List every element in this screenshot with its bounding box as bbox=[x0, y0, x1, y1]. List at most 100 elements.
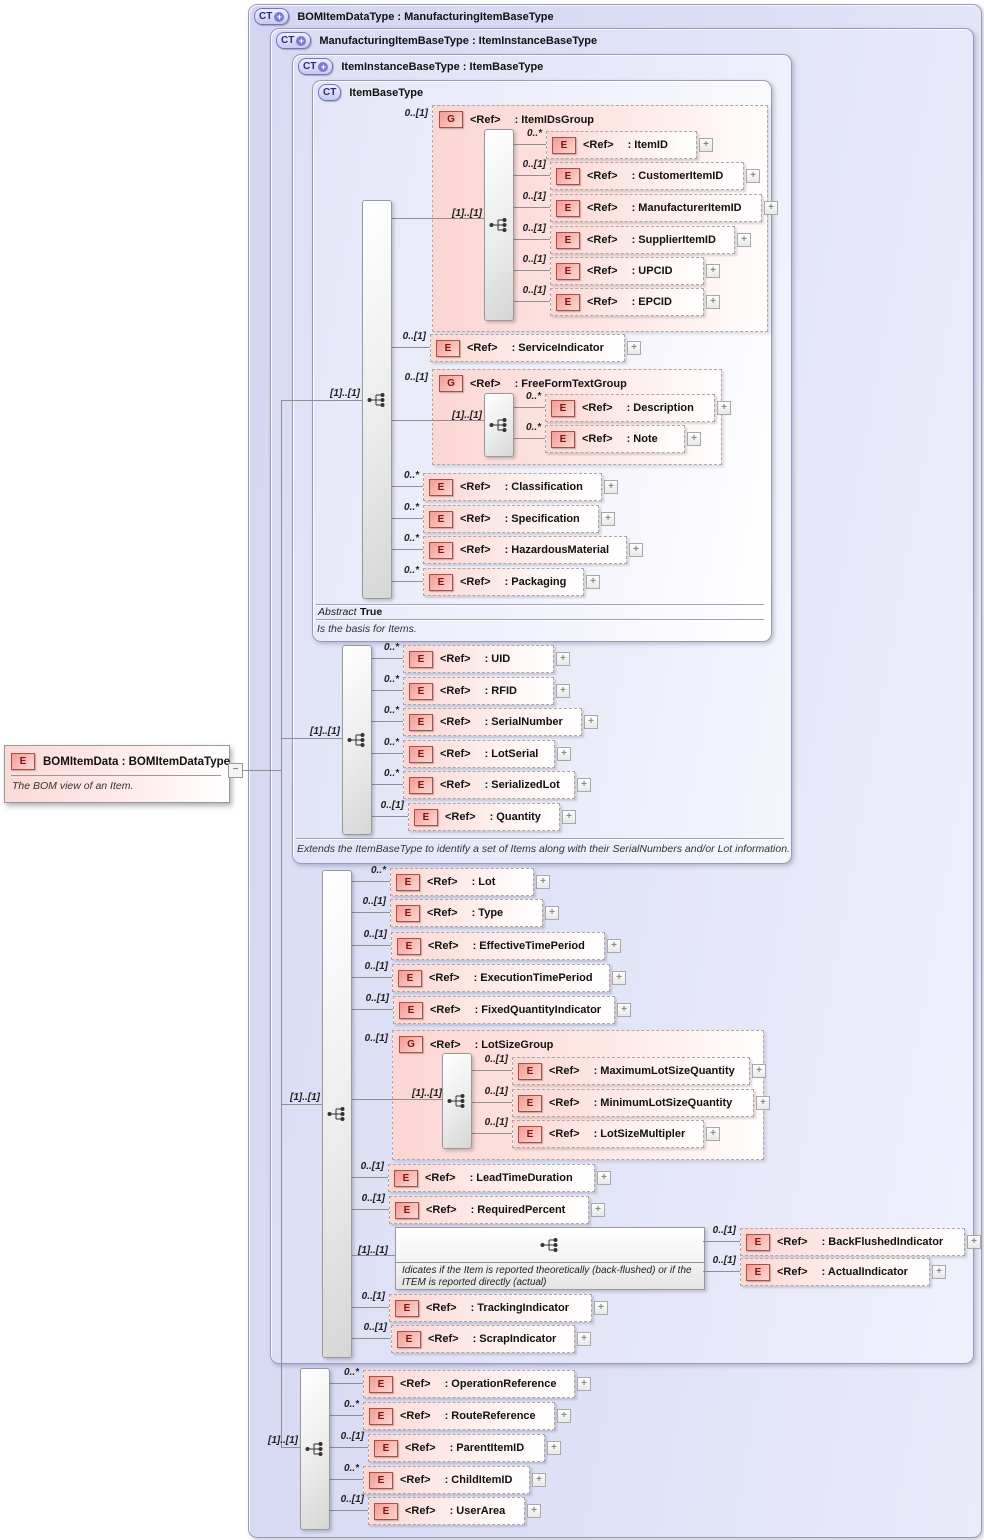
divider bbox=[316, 604, 764, 605]
expand-icon[interactable]: + bbox=[687, 432, 701, 446]
expand-icon[interactable]: + bbox=[967, 1235, 981, 1249]
expand-icon[interactable]: + bbox=[756, 1096, 770, 1110]
cardinality-label: 0..[1] bbox=[404, 108, 428, 119]
element-back-flushed-indicator[interactable]: 0..[1]E<Ref>: BackFlushedIndicator+ bbox=[713, 1225, 981, 1256]
connector-line bbox=[390, 581, 423, 582]
element-child-item-id[interactable]: 0..*E<Ref>: ChildItemID+ bbox=[344, 1463, 546, 1494]
element-fixed-quantity-indicator[interactable]: 0..[1]E<Ref>: FixedQuantityIndicator+ bbox=[366, 993, 631, 1024]
root-element-bomitemdata[interactable]: E BOMItemData : BOMItemDataType The BOM … bbox=[4, 745, 230, 803]
element-item-id[interactable]: 0..*E<Ref>: ItemID+ bbox=[527, 128, 713, 159]
expand-icon[interactable]: + bbox=[586, 575, 600, 589]
expand-icon[interactable]: + bbox=[746, 169, 760, 183]
collapse-icon[interactable]: − bbox=[228, 763, 243, 778]
connector-line bbox=[350, 977, 392, 978]
element-required-percent[interactable]: 0..[1]E<Ref>: RequiredPercent+ bbox=[362, 1193, 605, 1224]
expand-icon[interactable]: + bbox=[737, 233, 751, 247]
element-quantity[interactable]: 0..[1]E<Ref>: Quantity+ bbox=[381, 800, 576, 831]
expand-icon[interactable]: + bbox=[577, 1332, 591, 1346]
expand-icon[interactable]: + bbox=[591, 1203, 605, 1217]
connector-line bbox=[370, 721, 403, 722]
expand-icon[interactable]: + bbox=[562, 810, 576, 824]
element-actual-indicator[interactable]: 0..[1]E<Ref>: ActualIndicator+ bbox=[713, 1255, 946, 1286]
expand-icon[interactable]: + bbox=[557, 1409, 571, 1423]
element-manufacturer-item-id[interactable]: 0..[1]E<Ref>: ManufacturerItemID+ bbox=[523, 191, 778, 222]
element-hazardous-material[interactable]: 0..*E<Ref>: HazardousMaterial+ bbox=[404, 533, 643, 564]
element-parent-item-id[interactable]: 0..[1]E<Ref>: ParentItemID+ bbox=[341, 1431, 561, 1462]
element-lot-size-multipler[interactable]: 0..[1]E<Ref>: LotSizeMultipler+ bbox=[485, 1117, 720, 1148]
element-uid[interactable]: 0..*E<Ref>: UID+ bbox=[384, 642, 570, 673]
connector-line bbox=[350, 881, 390, 882]
element-upc-id[interactable]: 0..[1]E<Ref>: UPCID+ bbox=[523, 254, 720, 285]
expand-icon[interactable]: + bbox=[556, 652, 570, 666]
complex-type-badge: CT+ bbox=[254, 8, 290, 25]
element-epc-id[interactable]: 0..[1]E<Ref>: EPCID+ bbox=[523, 285, 720, 316]
element-badge: E bbox=[394, 1169, 418, 1187]
element-lot-serial[interactable]: 0..*E<Ref>: LotSerial+ bbox=[384, 737, 571, 768]
expand-icon[interactable]: + bbox=[577, 1377, 591, 1391]
element-lot[interactable]: 0..*E<Ref>: Lot+ bbox=[371, 865, 550, 896]
element-badge: E bbox=[551, 430, 575, 448]
element-effective-time-period[interactable]: 0..[1]E<Ref>: EffectiveTimePeriod+ bbox=[364, 929, 621, 960]
sequence-bar bbox=[300, 1368, 330, 1530]
connector-line bbox=[281, 400, 362, 401]
element-minimum-lot-size-quantity[interactable]: 0..[1]E<Ref>: MinimumLotSizeQuantity+ bbox=[485, 1086, 770, 1117]
expand-icon[interactable]: + bbox=[604, 480, 618, 494]
expand-icon[interactable]: + bbox=[556, 684, 570, 698]
expand-icon[interactable]: + bbox=[706, 264, 720, 278]
element-type[interactable]: 0..[1]E<Ref>: Type+ bbox=[363, 896, 559, 927]
expand-icon[interactable]: + bbox=[607, 939, 621, 953]
element-rfid[interactable]: 0..*E<Ref>: RFID+ bbox=[384, 674, 570, 705]
element-service-indicator[interactable]: 0..[1]E<Ref>: ServiceIndicator+ bbox=[403, 331, 641, 362]
expand-icon[interactable]: + bbox=[612, 971, 626, 985]
element-supplier-item-id[interactable]: 0..[1]E<Ref>: SupplierItemID+ bbox=[523, 223, 751, 254]
expand-icon[interactable]: + bbox=[532, 1473, 546, 1487]
cardinality-label: 0..[1] bbox=[360, 1161, 384, 1172]
expand-icon[interactable]: + bbox=[536, 875, 550, 889]
element-customer-item-id[interactable]: 0..[1]E<Ref>: CustomerItemID+ bbox=[523, 159, 760, 190]
expand-icon[interactable]: + bbox=[627, 341, 641, 355]
element-execution-time-period[interactable]: 0..[1]E<Ref>: ExecutionTimePeriod+ bbox=[365, 961, 626, 992]
expand-icon[interactable]: + bbox=[584, 715, 598, 729]
expand-icon[interactable]: + bbox=[699, 138, 713, 152]
connector-line bbox=[703, 1271, 740, 1272]
cardinality-label: [1]..[1] bbox=[452, 208, 482, 219]
expand-icon[interactable]: + bbox=[752, 1064, 766, 1078]
expand-icon[interactable]: + bbox=[717, 401, 731, 415]
expand-icon[interactable]: + bbox=[597, 1171, 611, 1185]
element-scrap-indicator[interactable]: 0..[1]E<Ref>: ScrapIndicator+ bbox=[364, 1322, 591, 1353]
element-route-reference[interactable]: 0..*E<Ref>: RouteReference+ bbox=[344, 1399, 571, 1430]
expand-icon[interactable]: + bbox=[706, 295, 720, 309]
expand-icon[interactable]: + bbox=[547, 1441, 561, 1455]
expand-icon[interactable]: + bbox=[577, 778, 591, 792]
element-maximum-lot-size-quantity[interactable]: 0..[1]E<Ref>: MaximumLotSizeQuantity+ bbox=[485, 1054, 766, 1085]
complex-type-badge: CT+ bbox=[276, 32, 312, 49]
cardinality-label: 0..[1] bbox=[484, 1054, 508, 1065]
element-serialized-lot[interactable]: 0..*E<Ref>: SerializedLot+ bbox=[384, 768, 591, 799]
element-badge: E bbox=[369, 1407, 393, 1425]
element-tracking-indicator[interactable]: 0..[1]E<Ref>: TrackingIndicator+ bbox=[362, 1291, 608, 1322]
cardinality-label: [1]..[1] bbox=[290, 1092, 320, 1103]
element-specification[interactable]: 0..*E<Ref>: Specification+ bbox=[404, 502, 615, 533]
cardinality-label: 0..[1] bbox=[522, 191, 546, 202]
element-description[interactable]: 0..*E<Ref>: Description+ bbox=[526, 391, 731, 422]
element-user-area[interactable]: 0..[1]E<Ref>: UserArea+ bbox=[341, 1494, 541, 1525]
cardinality-label: 0..* bbox=[343, 1367, 359, 1378]
element-serial-number[interactable]: 0..*E<Ref>: SerialNumber+ bbox=[384, 705, 598, 736]
expand-icon[interactable]: + bbox=[527, 1504, 541, 1518]
element-classification[interactable]: 0..*E<Ref>: Classification+ bbox=[404, 470, 618, 501]
expand-icon[interactable]: + bbox=[932, 1265, 946, 1279]
expand-icon[interactable]: + bbox=[557, 747, 571, 761]
expand-icon[interactable]: + bbox=[601, 512, 615, 526]
element-badge: E bbox=[397, 1330, 421, 1348]
expand-icon[interactable]: + bbox=[629, 543, 643, 557]
expand-icon[interactable]: + bbox=[706, 1127, 720, 1141]
expand-icon[interactable]: + bbox=[545, 906, 559, 920]
element-note[interactable]: 0..*E<Ref>: Note+ bbox=[526, 422, 701, 453]
expand-icon[interactable]: + bbox=[594, 1301, 608, 1315]
element-operation-reference[interactable]: 0..*E<Ref>: OperationReference+ bbox=[344, 1367, 591, 1398]
expand-icon[interactable]: + bbox=[617, 1003, 631, 1017]
expand-icon[interactable]: + bbox=[764, 201, 778, 215]
header-bomitemdatatype: CT+ BOMItemDataType : ManufacturingItemB… bbox=[254, 8, 554, 25]
element-packaging[interactable]: 0..*E<Ref>: Packaging+ bbox=[404, 565, 600, 596]
element-lead-time-duration[interactable]: 0..[1]E<Ref>: LeadTimeDuration+ bbox=[361, 1161, 611, 1192]
